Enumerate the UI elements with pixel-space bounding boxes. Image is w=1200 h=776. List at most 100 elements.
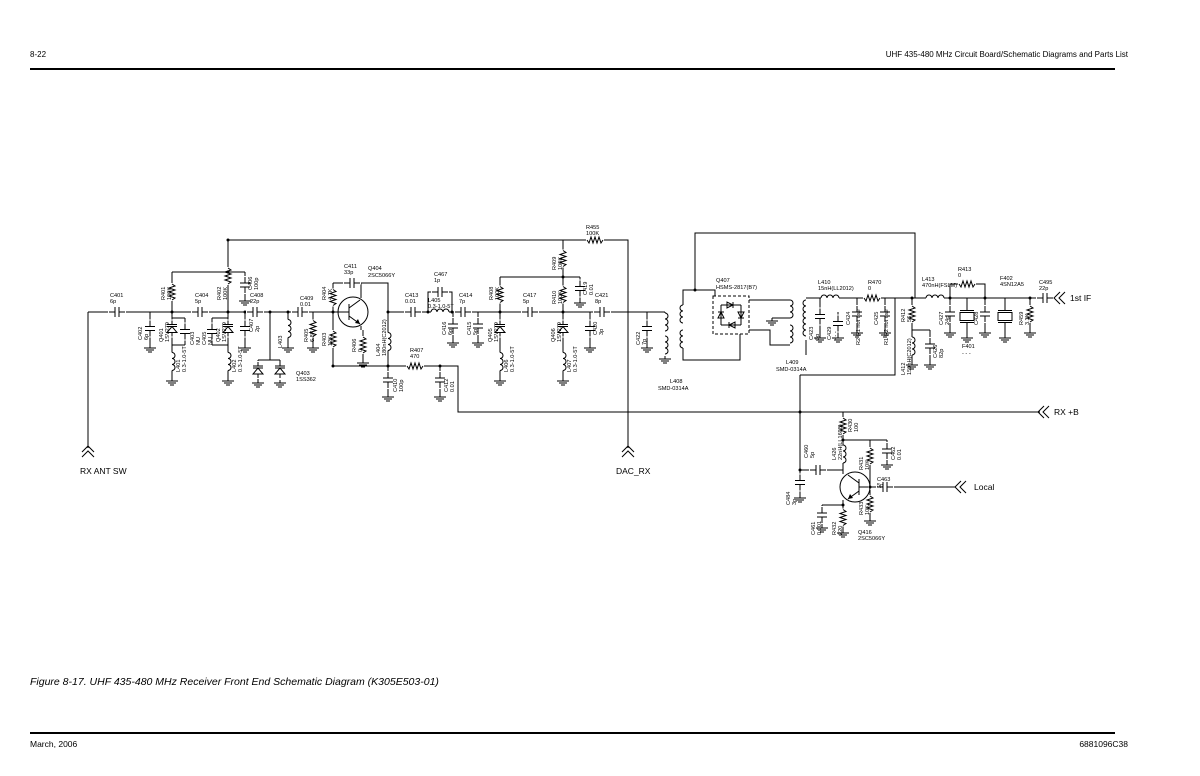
component-ref-label: L409 xyxy=(786,360,798,366)
component-value-label: 5p xyxy=(810,452,816,458)
component-value-label: 100p xyxy=(399,380,405,392)
component-ref-label: L405 xyxy=(428,298,440,304)
component-ref-label: C460 xyxy=(804,445,810,458)
component-value-label: 100 xyxy=(854,423,860,432)
diode-q403-b xyxy=(273,360,287,388)
component-ref-label: R401 xyxy=(161,287,167,300)
component-value-label: 82p xyxy=(939,349,945,358)
connector-dac-rx: DAC_RX xyxy=(616,445,651,476)
component-value-label: 10K xyxy=(865,505,871,515)
component-value-label: 100K xyxy=(223,287,229,300)
component-value-label: 33p xyxy=(344,270,353,276)
component-ref-label: C427 xyxy=(939,312,945,325)
component-value-label: 22nH(LL1608) xyxy=(838,424,844,460)
component-value-label: 0 xyxy=(868,286,871,292)
component-ref-label: C421 xyxy=(595,293,608,299)
component-ref-label: C401 xyxy=(110,293,123,299)
component-value-label: 0.3-1.0-5T xyxy=(428,304,454,310)
junction-dot xyxy=(693,288,697,292)
component-ref-label: C428 xyxy=(974,312,980,325)
component-value-label: 100K xyxy=(586,231,599,237)
component-value-label: 1SV279 xyxy=(557,322,563,342)
component-ref-label: R409 xyxy=(552,257,558,270)
component-ref-label: C409 xyxy=(300,296,313,302)
footer-date: March, 2006 xyxy=(30,739,78,749)
component-ref-label: R459 xyxy=(1019,312,1025,325)
component-value-label: 100K xyxy=(558,291,564,304)
component-value-label: 8p xyxy=(595,299,601,305)
component-value-label: 2SC5066Y xyxy=(368,273,395,279)
component-value-label: 1p xyxy=(434,278,440,284)
component-ref-label: R432 xyxy=(832,522,838,535)
component-value-label: 15nH(LL2012) xyxy=(818,286,854,292)
wire xyxy=(682,334,741,361)
component-value-label: 4SN12A5 xyxy=(1000,282,1024,288)
component-ref-label: L406 xyxy=(504,360,510,372)
component-value-label: 0.3-1.0-5T xyxy=(182,346,188,372)
connector-label: 1st IF xyxy=(1070,293,1091,303)
component-ref-label: R402 xyxy=(217,287,223,300)
component-ref-label: L410 xyxy=(818,280,830,286)
component-value-label: 0 xyxy=(358,349,364,352)
component-value-label: 56 xyxy=(907,316,913,322)
component-ref-label: C404 xyxy=(195,293,208,299)
component-ref-label: C461 xyxy=(811,522,817,535)
component-value-label: 0.01 xyxy=(300,302,311,308)
component-ref-label: R430 xyxy=(848,419,854,432)
component-ref-label: C405 xyxy=(202,332,208,345)
component-value-label: - - - xyxy=(833,331,839,340)
component-ref-label: F402 xyxy=(1000,276,1013,282)
component-value-label: 0.01 xyxy=(450,381,456,392)
component-value-label: 100K xyxy=(167,287,173,300)
connector-local: Local xyxy=(954,480,994,494)
component-ref-label: C420 xyxy=(593,322,599,335)
wire xyxy=(333,365,1040,413)
component-ref-label: C429 xyxy=(827,327,833,340)
component-value-label: 1SV279 xyxy=(165,322,171,342)
component-ref-label: C426 xyxy=(933,345,939,358)
component-value-label: 10K xyxy=(865,460,871,470)
component-c425: C425 xyxy=(874,298,891,338)
component-value-label: 24p xyxy=(945,316,951,325)
note-not-use: R2 R1 not use xyxy=(856,309,862,345)
component-c429: C429- - - xyxy=(827,312,844,343)
wires xyxy=(87,232,1050,507)
transistor-q404 xyxy=(337,296,369,328)
component-ref-label: Q403 xyxy=(296,371,310,377)
component-value-label: 220 xyxy=(838,526,844,535)
junction-dot xyxy=(798,410,802,414)
component-ref-label: R455 xyxy=(586,225,599,231)
wire xyxy=(822,500,844,506)
wire xyxy=(827,469,844,474)
